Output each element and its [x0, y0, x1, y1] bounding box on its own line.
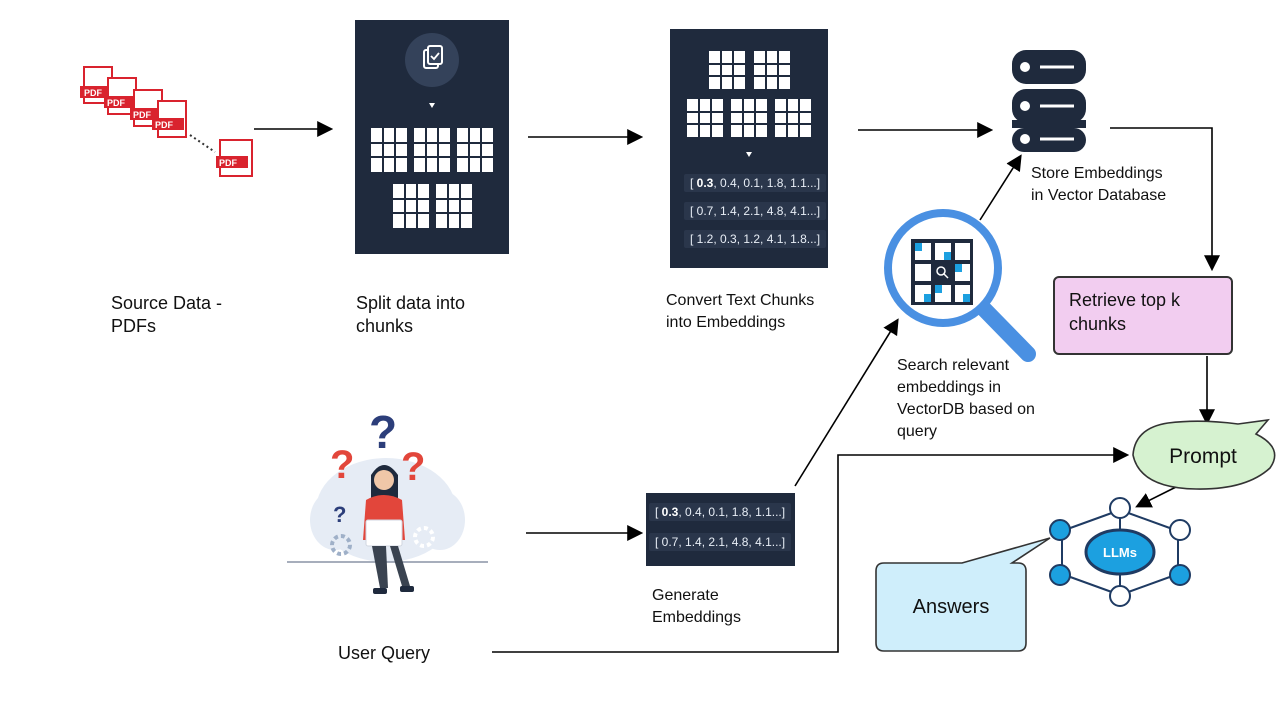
gear-icon [330, 534, 352, 556]
embedding-vector-row: [ 0.3, 0.4, 0.1, 1.8, 1.1...] [649, 503, 792, 521]
arrow-prompt-to-llm [1135, 486, 1177, 508]
arrow-query-to-prompt [492, 447, 1130, 653]
embedding-vector-row: [ 0.3, 0.4, 0.1, 1.8, 1.1...] [684, 174, 827, 192]
convert-embeddings-panel: [ 0.3, 0.4, 0.1, 1.8, 1.1...] [ 0.7, 1.4… [670, 29, 828, 268]
embedding-vector-row: [ 0.7, 1.4, 2.1, 4.8, 4.1...] [649, 533, 792, 551]
svg-text:PDF: PDF [84, 88, 103, 98]
arrow-store-to-retrieve [1110, 127, 1220, 272]
question-mark-icon: ? [330, 443, 354, 487]
query-embedding-panel: [ 0.3, 0.4, 0.1, 1.8, 1.1...] [ 0.7, 1.4… [646, 493, 795, 566]
prompt-label: Prompt [1169, 445, 1237, 468]
split-data-label: Split data into chunks [356, 293, 466, 336]
pdf-file-icon: PDF [104, 77, 137, 115]
pdf-file-icon: PDF [216, 139, 253, 177]
svg-text:PDF: PDF [219, 158, 238, 168]
arrow-search-to-store [979, 154, 1022, 221]
chunks-grid-icon [687, 51, 811, 157]
svg-text:PDF: PDF [133, 110, 152, 120]
convert-label: Convert Text Chunks into Embeddings [666, 292, 815, 331]
split-chunks-panel [355, 20, 509, 254]
svg-text:PDF: PDF [155, 120, 174, 130]
llm-label: LLMs [1103, 545, 1137, 560]
question-mark-icon: ? [333, 502, 346, 527]
gear-icon [413, 526, 435, 548]
answers-label: Answers [913, 596, 990, 618]
retrieve-top-k-box: Retrieve top k chunks [1053, 276, 1233, 355]
embedding-vector-row: [ 0.7, 1.4, 2.1, 4.8, 4.1...] [684, 202, 827, 220]
generate-embeddings-label: Generate Embeddings [652, 587, 741, 626]
user-query-label: User Query [338, 643, 431, 663]
search-label: Search relevant embeddings in VectorDB b… [897, 357, 1035, 440]
arrow-generate-to-search [794, 318, 899, 487]
source-data-label: Source Data - PDFs [111, 293, 223, 336]
question-mark-icon: ? [369, 406, 397, 458]
pdf-file-icon: PDF [152, 100, 187, 138]
embedding-vector-row: [ 1.2, 0.3, 1.2, 4.1, 1.8...] [684, 230, 827, 248]
person-icon [363, 465, 414, 594]
document-grid-icon [371, 33, 493, 228]
svg-text:PDF: PDF [107, 98, 126, 108]
retrieve-label: Retrieve top k chunks [1069, 290, 1181, 334]
store-embeddings-label: Store Embeddings in Vector Database [1031, 165, 1167, 204]
question-mark-icon: ? [401, 445, 425, 489]
